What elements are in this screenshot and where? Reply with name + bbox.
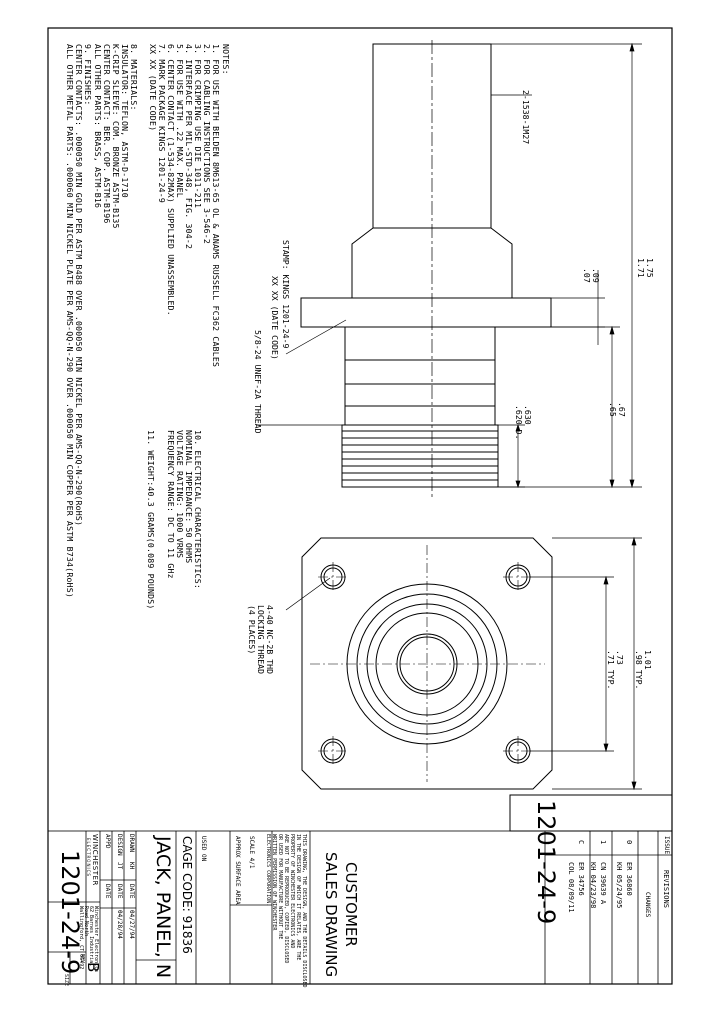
hole-spacing: .73: [615, 650, 625, 665]
proprietary-line: IN THE DESIGN OF WHICH IT RELATES, ARE T…: [295, 834, 301, 961]
drawn-by: KH: [128, 862, 135, 870]
hole-spacing-2: .71 TYP.: [606, 650, 616, 690]
thread-dia-b: .620 D.: [514, 405, 524, 440]
drawn-date: 04/27/94: [128, 910, 135, 939]
end-view: [301, 537, 553, 790]
note-line: 5. FOR USE WITH .22 MAX. PANEL: [175, 44, 185, 198]
scale-label: SCALE 4/1: [248, 836, 255, 869]
stamp-label: STAMP: KINGS 1201-24-9: [281, 240, 291, 349]
sales-drawing-label: SALES DRAWING: [322, 852, 340, 978]
body-length: .67: [617, 402, 627, 417]
proprietary-line: THIS DRAWING, THE DESIGN, AND THE DETAIL…: [301, 834, 307, 988]
appd-date-label: DATE: [104, 884, 111, 899]
notes-heading: NOTES:: [221, 44, 231, 75]
panel-size: 1.01: [643, 650, 653, 670]
rev-change: ER 36860: [625, 862, 633, 896]
front-body: [344, 326, 496, 426]
note-line: 7. MARK PACKAGE KINGS 1201-24-9: [157, 44, 167, 204]
proprietary-line: ARE NOT TO BE REPRODUCED, COPIED, DISCLO…: [283, 834, 289, 964]
flange-dim-a: .09: [591, 268, 601, 283]
thread-section: [341, 424, 499, 488]
note-line: 4. INTERFACE PER MIL-STD-348, FIG. 304-2: [184, 44, 194, 250]
note-line: 3. FOR CRIMPING USE DIE 1011-211: [193, 44, 203, 209]
design-by: JT: [116, 862, 123, 870]
design-label: DESIGN: [116, 834, 123, 856]
rev-issue: 0: [625, 840, 633, 845]
thread-dia-a: .630: [523, 405, 533, 425]
note-line: ALL OTHER METAL PARTS: .000060 MIN NICKE…: [65, 44, 75, 598]
hole-count: (4 PLACES): [247, 605, 257, 655]
customer-label: CUSTOMER: [342, 862, 360, 947]
note-line: CENTER CONTACT: BER. COP. ASTM-B196: [102, 44, 112, 224]
rev-by: KH 05/24/95: [615, 862, 623, 909]
rev-issue-header: ISSUE: [663, 836, 670, 855]
note-line: 1. FOR USE WITH BELDEN 8M613-65 OL & ANA…: [211, 44, 221, 368]
flange: [300, 297, 552, 328]
proprietary-line: OR USED FOR MANUFACTURE WITHOUT THE: [277, 834, 283, 940]
design-date-label: DATE: [116, 884, 123, 899]
cage-code: CAGE CODE: 91836: [180, 836, 194, 954]
revisions-title: REVISIONS: [662, 870, 670, 908]
note-line: 2. FOR CABLING INSTRUCTIONS SEE 3-546-2: [202, 44, 212, 245]
rev-changes-header: CHANGES: [644, 892, 651, 918]
body-length-2: .65: [608, 402, 618, 417]
title-block-lines: [47, 830, 673, 985]
note-line: K-CRIP SLEEVE: COM. BRONZE ASTM-B135: [111, 44, 121, 229]
note-line: 8. MATERIALS:: [129, 44, 139, 111]
stamp-date: XX XX (DATE CODE): [270, 276, 280, 360]
weight-line: 11. WEIGHT:40.3 GRAMS(0.089 POUNDS): [146, 430, 156, 610]
appd-label: APPD: [104, 834, 111, 849]
size-label: SIZE: [63, 974, 69, 987]
rev-by: COL 08/09/11: [567, 862, 575, 913]
proprietary-line: WRITTEN PERMISSION OF WINCHESTER: [271, 834, 277, 931]
electrical-line: NOMINAL IMPEDANCE: 50 OHMS: [184, 430, 194, 564]
rev-issue: C: [577, 840, 585, 845]
electrical-line: 10. ELECTRICAL CHARACTERISTICS:: [193, 430, 203, 590]
design-date: 04/28/94: [116, 910, 123, 939]
note-line: 9. FINISHES:: [83, 44, 93, 106]
panel-size-2: .98 TYP.: [634, 650, 644, 690]
hex-callout: 2-1538-1M27: [521, 90, 531, 145]
approx-surface-label: APPROX SURFACE AREA: [234, 836, 241, 905]
rev-letter: B: [84, 962, 102, 973]
rev-by: KH 04/23/98: [589, 862, 597, 909]
note-line: ALL OTHER PARTS: BRASS, ASTM-B16: [93, 44, 103, 209]
overall-length: 1.75: [645, 258, 655, 278]
rev-change: CN 39639 A: [599, 862, 607, 905]
proprietary-line: ELECTRONICS CORPORATION.: [265, 834, 271, 907]
end-dimensions: [285, 536, 642, 791]
company-logo: WINCHESTER: [91, 834, 99, 886]
electrical-line: FREQUENCY RANGE: DC TO 11 GHz: [166, 430, 176, 579]
thread-spec: 5/8-24 UNEF-2A THREAD: [253, 330, 263, 434]
square-flange: [301, 537, 553, 790]
rev-change: ER 34756: [577, 862, 585, 896]
drawing-number: 1201-24-9: [56, 850, 84, 975]
side-dimensions: [256, 42, 642, 489]
side-view: [300, 40, 552, 500]
part-title: JACK, PANEL, N: [152, 836, 174, 979]
flange-dim-b: .07: [582, 268, 592, 283]
used-on-label: USED ON: [200, 836, 207, 862]
note-line: 6. CENTER CONTACT (1-534-82MAX) SUPPLIED…: [166, 44, 176, 316]
proprietary-line: PROPERTY OF WINCHESTER ELECTRONICS AND: [289, 834, 295, 949]
note-line: XX XX (DATE CODE): [148, 44, 158, 132]
drawing-number-strip: 1201-24-9: [532, 800, 560, 925]
electrical-line: VOLTAGE RATING: 1000 VRMS: [175, 430, 185, 559]
drawn-label: DRAWN: [128, 834, 135, 853]
overall-length-tol: 1.71: [636, 258, 646, 278]
note-line: INSULATOR: TEFLON, ASTM-D-1710: [120, 44, 130, 198]
hole-thread: 4-40 NC-2B THD: [265, 605, 275, 675]
drawn-date-label: DATE: [128, 884, 135, 899]
note-line: CENTER CONTACTS: .000050 MIN GOLD PER AS…: [74, 44, 84, 527]
company-logo-sub: ELECTRONICS: [86, 838, 91, 877]
rev-issue: 1: [599, 840, 607, 845]
hole-locking: LOCKING THREAD: [256, 605, 266, 675]
